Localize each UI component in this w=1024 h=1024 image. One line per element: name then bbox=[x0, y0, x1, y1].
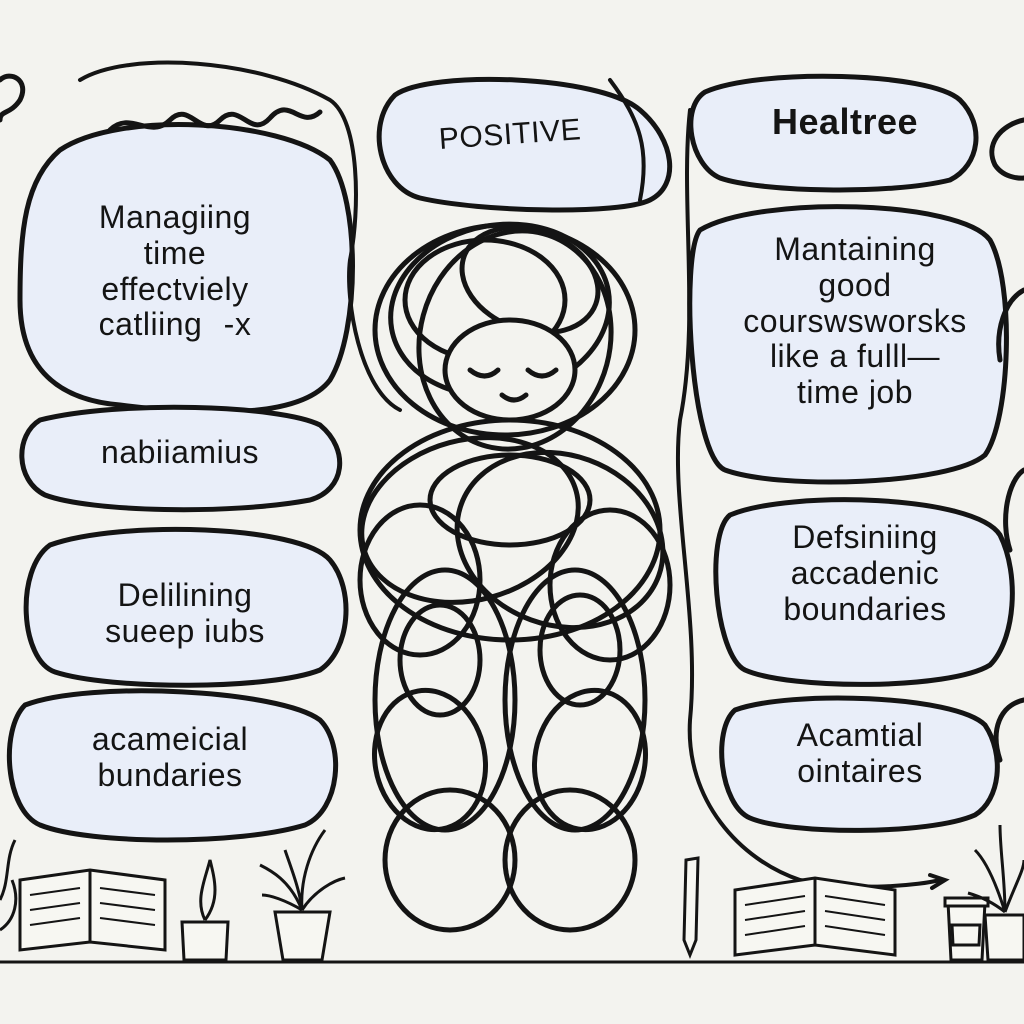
scribble-person-icon bbox=[357, 221, 673, 933]
nabiiamius-text: nabiiamius bbox=[101, 434, 259, 470]
acameicial-line-2: bundaries bbox=[97, 756, 243, 793]
bubble-healtree-label: Healtree bbox=[725, 101, 965, 142]
bubble-defsiniing-label: Defsiniing accadenic boundaries bbox=[725, 519, 1005, 627]
open-book-icon bbox=[18, 868, 167, 952]
bubble-managing-outline bbox=[17, 122, 355, 415]
bubble-healtree-outline bbox=[688, 73, 979, 193]
scribble-tail bbox=[107, 107, 323, 133]
mantaining-line-5: time job bbox=[796, 374, 914, 411]
mantaining-line-1: Mantaining bbox=[774, 231, 936, 267]
acamtial-line-2: ointaires bbox=[797, 752, 923, 789]
coffee-cup-icon bbox=[943, 896, 990, 962]
candle-icon bbox=[180, 859, 230, 962]
bubble-delilining-outline bbox=[23, 526, 349, 688]
bubble-mantaining-outline bbox=[687, 204, 1009, 485]
potted-plant-icon bbox=[259, 829, 346, 962]
potted-plant-icon bbox=[967, 824, 1024, 962]
potted-plant-icon bbox=[0, 839, 18, 932]
bubble-delilining-label: Delilining sueep iubs bbox=[40, 577, 330, 650]
smile bbox=[499, 392, 529, 403]
bubble-acamtial-label: Acamtial ointaires bbox=[730, 717, 990, 790]
managing-line-4-text: catliing bbox=[98, 306, 203, 343]
bubble-positive-outline bbox=[376, 76, 673, 213]
defsiniing-line-1: Defsiniing bbox=[792, 519, 938, 555]
pen-icon bbox=[682, 856, 700, 960]
defsiniing-line-3: boundaries bbox=[783, 590, 947, 627]
bubble-managing-label: Managiing time effectviely catliing -x bbox=[25, 199, 325, 343]
swirl-connector-left bbox=[78, 60, 402, 412]
delilining-line-2: sueep iubs bbox=[105, 612, 265, 649]
closed-eye-left bbox=[467, 367, 501, 379]
bubble-acameicial-label: acameicial bundaries bbox=[25, 721, 315, 794]
bubble-nabiiamius-label: nabiiamius bbox=[40, 434, 320, 471]
managing-line-1: Managiing bbox=[98, 199, 252, 235]
managing-line-3: effectviely bbox=[101, 270, 249, 307]
bubble-acameicial-outline bbox=[6, 688, 339, 843]
acamtial-line-1: Acamtial bbox=[796, 717, 924, 753]
mantaining-line-4: like a fulll— bbox=[769, 338, 941, 375]
defsiniing-line-2: accadenic bbox=[790, 554, 940, 591]
delilining-line-1: Delilining bbox=[117, 577, 253, 613]
bubble-defsiniing-outline bbox=[713, 497, 1015, 687]
healtree-text: Healtree bbox=[771, 101, 919, 142]
bubble-acamtial-outline bbox=[719, 695, 1000, 833]
bubble-nabiiamius-outline bbox=[19, 404, 343, 513]
bubble-mantaining-label: Mantaining good courswsworsks like a ful… bbox=[705, 231, 1005, 411]
closed-eye-right bbox=[525, 367, 559, 379]
managing-line-4: catliing -x bbox=[25, 307, 325, 343]
managing-line-2: time bbox=[143, 234, 207, 271]
managing-scribble: -x bbox=[223, 306, 252, 343]
mantaining-line-2: good bbox=[818, 266, 892, 303]
acameicial-line-1: acameicial bbox=[91, 721, 249, 757]
mantaining-line-3: courswsworsks bbox=[743, 302, 967, 339]
open-book-icon bbox=[733, 876, 897, 957]
